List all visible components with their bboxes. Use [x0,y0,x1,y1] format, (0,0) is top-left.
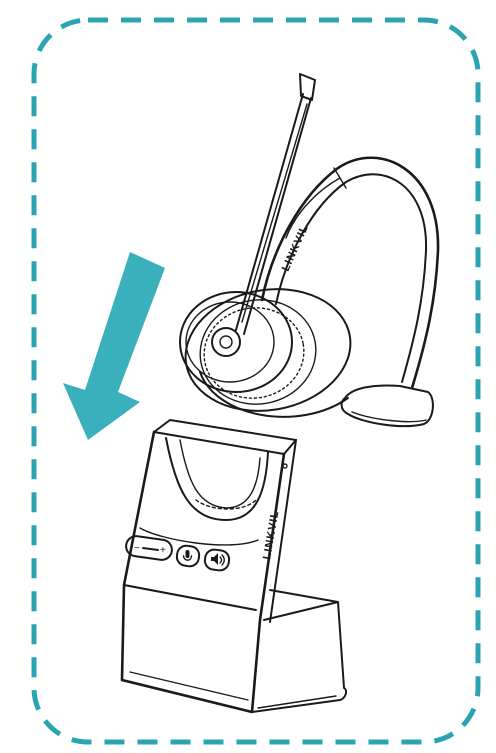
dashed-frame [31,17,481,745]
volume-plus-label: + [160,545,166,556]
ear-cushion [184,288,352,418]
volume-control-button[interactable]: − + [125,535,173,561]
volume-minus-label: − [134,543,140,554]
base-brand-label: LINKVIL [261,509,281,560]
headband-end-pad [340,384,434,428]
earcup [179,291,293,393]
charging-base-illustration: LINKVIL − + [120,419,348,714]
mic-mute-button[interactable] [175,544,201,568]
headset-illustration: LINKVIL [179,73,440,428]
headset-brand-label: LINKVIL [280,223,311,273]
down-arrow-icon [63,252,165,440]
speaker-icon [211,553,225,566]
speaker-button[interactable] [203,548,231,572]
mic-icon [182,550,193,561]
